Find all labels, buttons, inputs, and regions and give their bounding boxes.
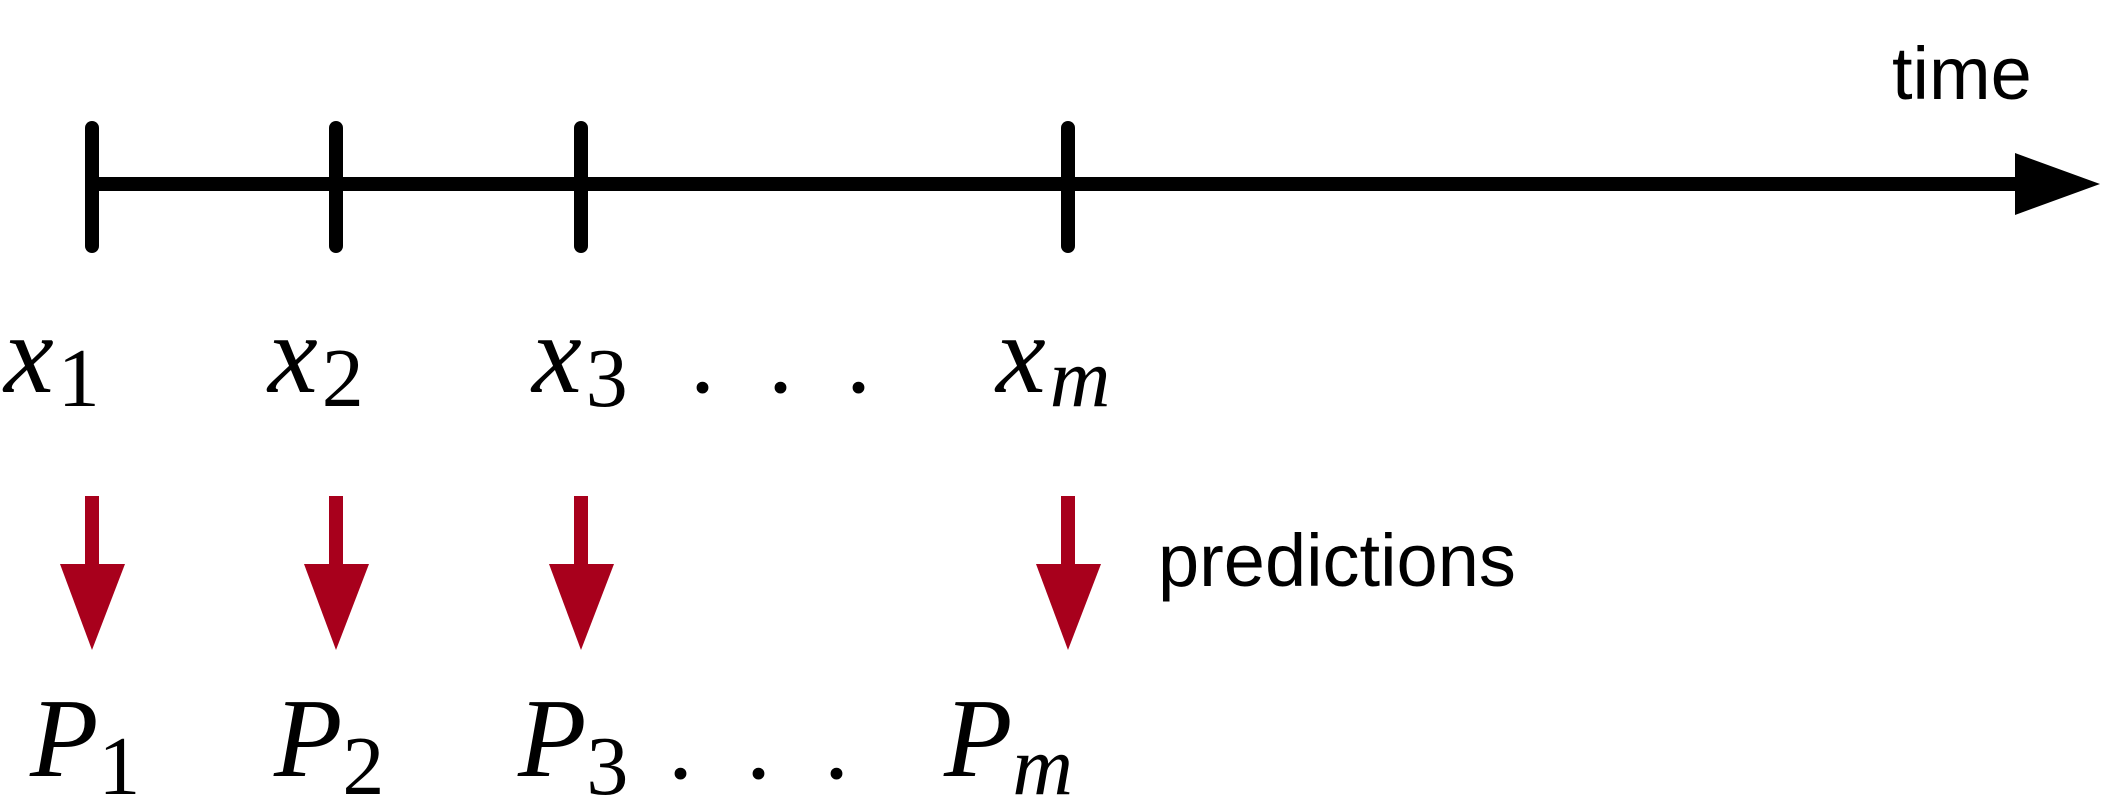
prediction-arrow-m bbox=[1036, 496, 1101, 650]
input-label-x2: x2 bbox=[266, 293, 364, 425]
time-ticks bbox=[85, 121, 1075, 253]
output-label-p3: P3 bbox=[517, 677, 628, 808]
time-axis-arrowhead bbox=[2015, 153, 2100, 215]
output-ellipsis: . . . bbox=[668, 689, 863, 800]
time-axis: time bbox=[92, 32, 2100, 215]
input-ellipsis: . . . bbox=[690, 303, 885, 414]
output-label-p2: P2 bbox=[273, 677, 384, 808]
predictions-label: predictions bbox=[1158, 519, 1516, 602]
output-labels: P1 P2 P3 . . . Pm bbox=[29, 677, 1073, 808]
prediction-arrows bbox=[60, 496, 1101, 650]
prediction-arrow-3 bbox=[549, 496, 614, 650]
output-label-pm: Pm bbox=[943, 677, 1073, 808]
input-label-x1: x1 bbox=[2, 293, 100, 425]
input-labels: x1 x2 x3 . . . xm bbox=[2, 293, 1110, 425]
time-axis-label: time bbox=[1892, 32, 2032, 115]
input-label-xm: xm bbox=[994, 293, 1110, 425]
prediction-arrow-1 bbox=[60, 496, 125, 650]
input-label-x3: x3 bbox=[530, 293, 628, 425]
prediction-arrow-2 bbox=[304, 496, 369, 650]
output-label-p1: P1 bbox=[29, 677, 140, 808]
